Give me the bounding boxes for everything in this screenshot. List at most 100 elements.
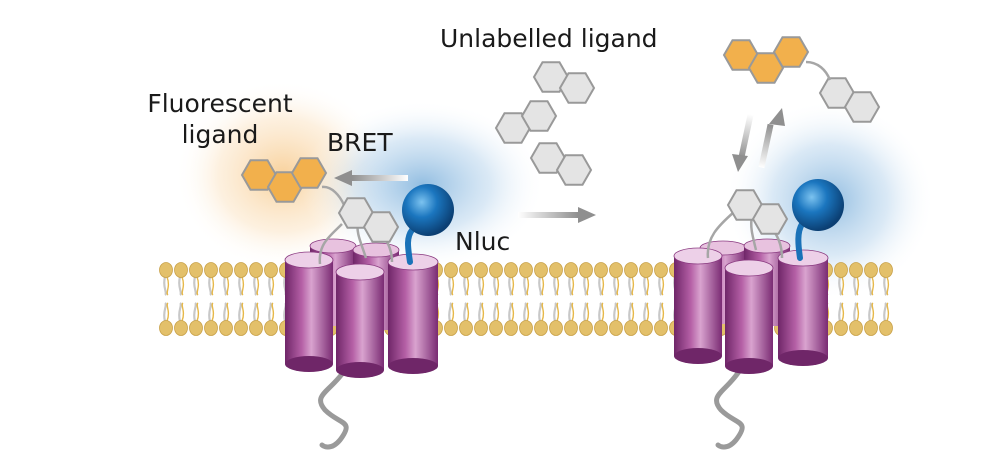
fluorophore-linker bbox=[321, 185, 346, 206]
ligand-ring bbox=[751, 203, 789, 235]
exchange-arrow-down bbox=[732, 113, 754, 172]
lipid-tail bbox=[466, 276, 470, 296]
lipid-head bbox=[174, 262, 188, 278]
fluorophore-linker bbox=[805, 60, 832, 81]
lipid-head bbox=[519, 320, 533, 336]
lipid-tail bbox=[856, 276, 860, 296]
ligand-ring bbox=[843, 91, 881, 123]
lipid-tail bbox=[508, 276, 512, 296]
fluorescent-ligand-released bbox=[722, 36, 881, 123]
lipid-head bbox=[264, 320, 278, 336]
lipid-tail bbox=[628, 276, 632, 296]
lipid-head bbox=[564, 262, 578, 278]
helix bbox=[284, 251, 334, 372]
helix bbox=[777, 249, 829, 366]
lipid-tail bbox=[481, 276, 485, 296]
lipid-head bbox=[234, 262, 248, 278]
lipid-head bbox=[849, 320, 863, 336]
lipid-tail bbox=[856, 302, 860, 322]
lipid-tail bbox=[271, 302, 275, 322]
lipid-tail bbox=[871, 276, 875, 296]
fluorophore-ring bbox=[240, 159, 278, 191]
lipid-head bbox=[504, 262, 518, 278]
lipid-tail bbox=[658, 302, 662, 322]
fluorescent-ligand-bound bbox=[240, 157, 400, 243]
nluc-linker-left bbox=[405, 227, 415, 265]
lipid-tail bbox=[586, 276, 590, 296]
lipid-tail bbox=[211, 276, 215, 296]
lipid-tail bbox=[268, 302, 272, 322]
lipid-tail bbox=[586, 302, 590, 322]
lipid-tail bbox=[541, 276, 545, 296]
bret-label: BRET bbox=[327, 128, 393, 157]
lipid-tail bbox=[241, 276, 245, 296]
lipid-tail bbox=[196, 302, 200, 322]
lipid-tail bbox=[208, 276, 212, 296]
lipid-tail bbox=[853, 302, 857, 322]
ligand-ring bbox=[520, 100, 558, 132]
nluc-label: Nluc bbox=[455, 227, 511, 256]
lipid-tail bbox=[451, 276, 455, 296]
lipid-tail bbox=[178, 302, 182, 322]
lipid-tail bbox=[496, 276, 500, 296]
lipid-tail bbox=[493, 276, 497, 296]
lipid-tail bbox=[211, 302, 215, 322]
lipid-tail bbox=[538, 276, 542, 296]
lipid-tail bbox=[886, 302, 890, 322]
lipid-tail bbox=[466, 302, 470, 322]
lipid-head bbox=[534, 320, 548, 336]
lipid-tail bbox=[526, 302, 530, 322]
lipid-tail bbox=[256, 276, 260, 296]
ligand-ring bbox=[532, 61, 570, 93]
lipid-head bbox=[834, 320, 848, 336]
helix bbox=[724, 259, 774, 374]
displacement-arrow bbox=[518, 207, 596, 223]
lipid-tail bbox=[238, 276, 242, 296]
lipid-head bbox=[474, 320, 488, 336]
fluorescent-ligand-label-line2: ligand bbox=[181, 120, 259, 150]
lipid-tail bbox=[181, 302, 185, 322]
lipid-tail bbox=[241, 302, 245, 322]
lipid-tail bbox=[613, 276, 617, 296]
lipid-tail bbox=[841, 302, 845, 322]
lipid-tail bbox=[838, 302, 842, 322]
lipid-tail bbox=[193, 302, 197, 322]
lipid-tail bbox=[196, 276, 200, 296]
lipid-tail bbox=[628, 302, 632, 322]
helix bbox=[387, 253, 439, 374]
lipid-tail bbox=[556, 276, 560, 296]
lipid-tail bbox=[478, 302, 482, 322]
fluorophore-ring bbox=[290, 157, 328, 189]
lipid-tail bbox=[253, 302, 257, 322]
lipid-tail bbox=[208, 302, 212, 322]
lipid-tail bbox=[853, 276, 857, 296]
lipid-tail bbox=[616, 276, 620, 296]
ligand-ring bbox=[362, 211, 400, 243]
ligand-tether bbox=[706, 211, 735, 259]
lipid-head bbox=[594, 262, 608, 278]
lipid-tail bbox=[601, 302, 605, 322]
receptor-tail-right bbox=[714, 367, 745, 450]
ligand-ring bbox=[529, 142, 567, 174]
lipid-head bbox=[594, 320, 608, 336]
lipid-tail bbox=[568, 276, 572, 296]
lipid-tail bbox=[631, 276, 635, 296]
lipid-head bbox=[609, 320, 623, 336]
lipid-tail bbox=[451, 302, 455, 322]
lipid-head bbox=[549, 320, 563, 336]
lipid-head bbox=[249, 262, 263, 278]
lipid-tail bbox=[166, 276, 170, 296]
lipid-head bbox=[639, 262, 653, 278]
lipid-head bbox=[579, 320, 593, 336]
lipid-tail bbox=[496, 302, 500, 322]
lipid-tail bbox=[526, 276, 530, 296]
lipid-tail bbox=[448, 302, 452, 322]
lipid-tail bbox=[511, 302, 515, 322]
lipid-tail bbox=[658, 276, 662, 296]
lipid-head bbox=[549, 262, 563, 278]
lipid-head bbox=[849, 262, 863, 278]
lipid-head bbox=[624, 262, 638, 278]
ligand-ring bbox=[555, 154, 593, 186]
lipid-tail bbox=[508, 302, 512, 322]
